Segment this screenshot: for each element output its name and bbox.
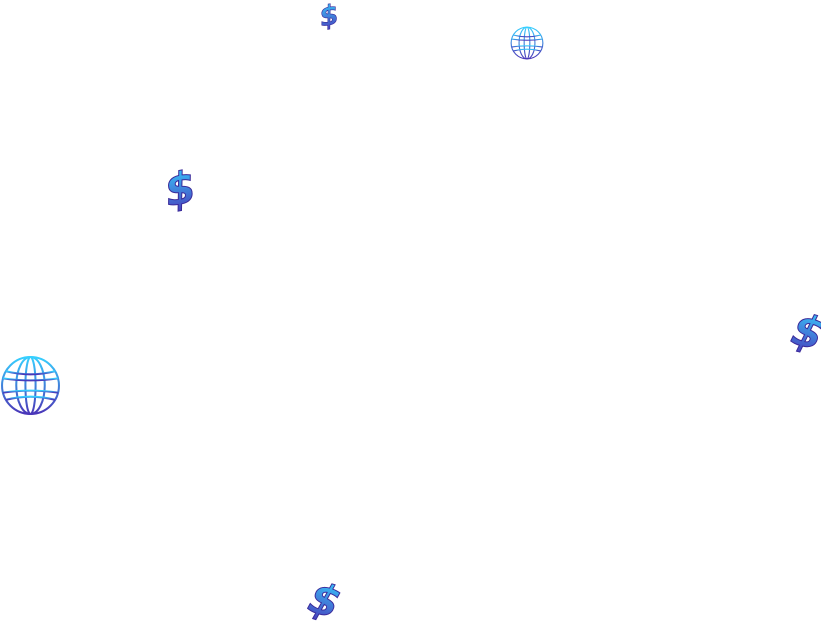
globe-icon <box>510 26 544 60</box>
dollar-icon <box>785 303 821 362</box>
globe-icon <box>0 355 61 416</box>
dollar-icon <box>302 572 347 623</box>
dollar-icon <box>316 0 342 34</box>
dollar-icon <box>160 161 201 218</box>
